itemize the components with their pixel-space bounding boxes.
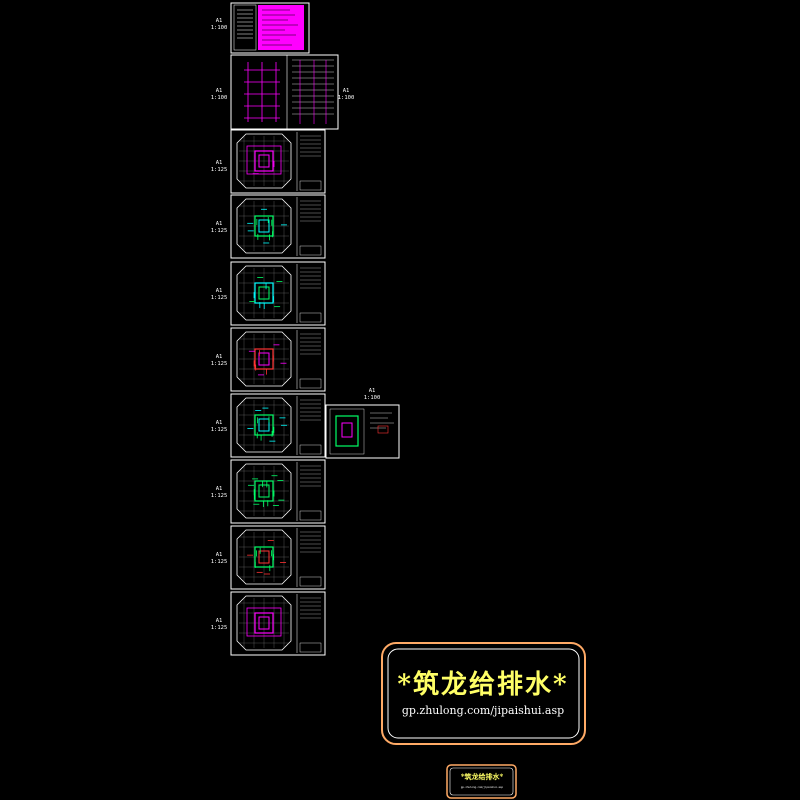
sheet-scale-text: 1:100 [364, 395, 381, 401]
sheet-size-text: A1 [216, 18, 223, 24]
sheet-floor-plan[interactable] [230, 591, 326, 656]
sheet-scale-text: 1:100 [338, 95, 355, 101]
sheet-scale-text: 1:125 [211, 625, 228, 631]
sheet-size-text: A1 [216, 486, 223, 492]
sheet-size-text: A1 [216, 160, 223, 166]
sheet-size-text: A1 [369, 388, 376, 394]
sheet-scale-text: 1:125 [211, 295, 228, 301]
sheet-cover[interactable] [230, 2, 310, 54]
sheet-scale-text: 1:125 [211, 167, 228, 173]
sheet-floor-plan[interactable] [230, 129, 326, 194]
sheet-scale-label: A11:100 [364, 388, 381, 401]
sheet-size-text: A1 [216, 420, 223, 426]
sheet-scale-label: A11:125 [211, 221, 228, 234]
sheet-size-text: A1 [343, 88, 350, 94]
sheet-size-text: A1 [216, 88, 223, 94]
sheet-scale-label: A11:125 [211, 160, 228, 173]
sheet-scale-label: A11:100 [211, 88, 228, 101]
sheet-scale-text: 1:100 [211, 95, 228, 101]
sheet-scale-label: A11:125 [211, 420, 228, 433]
sheet-size-text: A1 [216, 221, 223, 227]
sheet-floor-plan[interactable] [230, 194, 326, 259]
zhulong-stamp[interactable]: *筑龙给排水* gp.zhulong.com/jipaishui.asp [381, 642, 586, 745]
sheet-scale-text: 1:125 [211, 228, 228, 234]
sheet-scale-label: A11:100 [338, 88, 355, 101]
sheet-scale-text: 1:125 [211, 559, 228, 565]
sheet-scale-label: A11:100 [211, 18, 228, 31]
sheet-floor-plan[interactable] [230, 393, 326, 458]
sheet-detail-side[interactable] [325, 404, 400, 459]
sheet-size-text: A1 [216, 618, 223, 624]
sheet-scale-text: 1:100 [211, 25, 228, 31]
sheet-scale-text: 1:125 [211, 361, 228, 367]
sheet-scale-label: A11:125 [211, 288, 228, 301]
sheet-scale-text: 1:125 [211, 427, 228, 433]
sheet-floor-plan[interactable] [230, 459, 326, 524]
sheet-scale-label: A11:125 [211, 618, 228, 631]
sheet-system-diagrams[interactable] [230, 54, 339, 130]
sheet-floor-plan[interactable] [230, 261, 326, 326]
small-stamp-url: gp.zhulong.com/jipaishui.asp [461, 785, 504, 789]
sheet-size-text: A1 [216, 552, 223, 558]
stamp-title: *筑龙给排水* [397, 669, 568, 700]
sheet-scale-text: 1:125 [211, 493, 228, 499]
sheet-size-text: A1 [216, 288, 223, 294]
small-stamp-title: *筑龙给排水* [461, 772, 504, 781]
sheet-floor-plan[interactable] [230, 327, 326, 392]
zhulong-small-stamp[interactable]: *筑龙给排水* gp.zhulong.com/jipaishui.asp [446, 764, 517, 799]
sheet-scale-label: A11:125 [211, 486, 228, 499]
sheet-size-text: A1 [216, 354, 223, 360]
sheet-scale-label: A11:125 [211, 552, 228, 565]
sheet-scale-label: A11:125 [211, 354, 228, 367]
sheet-floor-plan[interactable] [230, 525, 326, 590]
stamp-url: gp.zhulong.com/jipaishui.asp [402, 704, 564, 717]
